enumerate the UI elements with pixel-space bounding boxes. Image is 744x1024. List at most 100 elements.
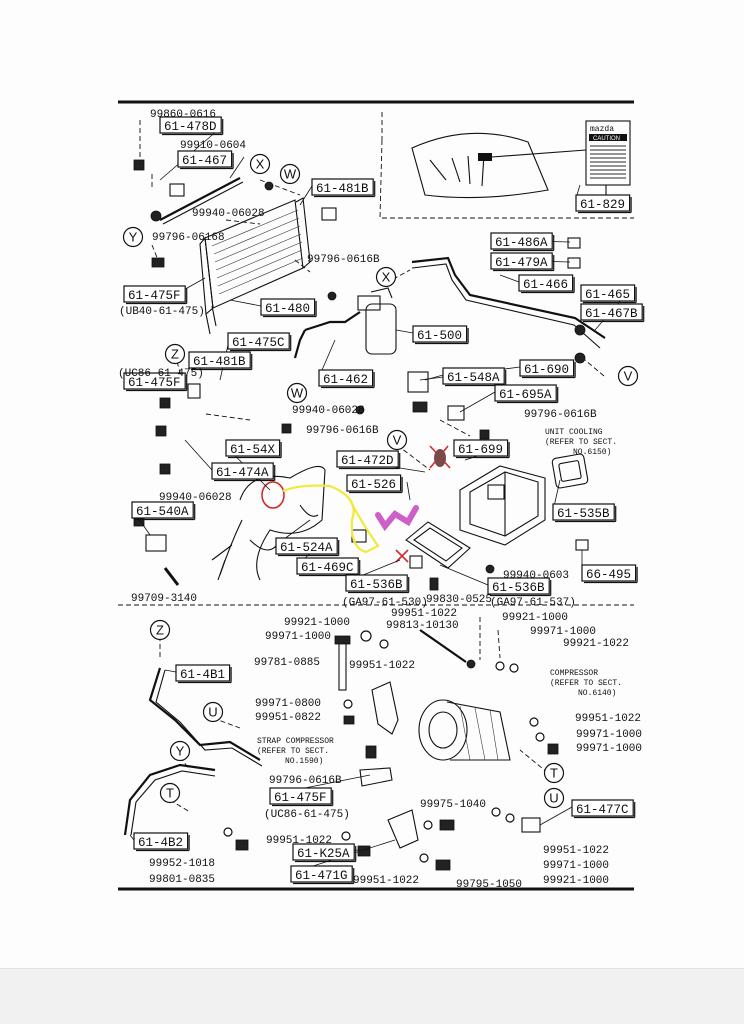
- hood-illustration: [411, 132, 587, 199]
- part-box-61-829: 61-829: [575, 194, 632, 214]
- svg-text:X: X: [256, 157, 265, 172]
- part-number-label: 99951-1022: [266, 835, 332, 847]
- part-box-61-475c: 61-475C: [227, 332, 292, 352]
- part-box-61-474a: 61-474A: [211, 462, 276, 482]
- part-number-label: 99796-06168: [152, 232, 225, 244]
- duct-part-61-535b: [551, 453, 589, 489]
- connector-marker-w: W: [286, 382, 308, 404]
- part-number-label: 99951-1022: [575, 713, 641, 725]
- inset-border: [379, 112, 634, 219]
- part-box-61-466: 61-466: [518, 274, 575, 294]
- part-box-label: 61-474A: [216, 466, 269, 480]
- part-box-label: 61-479A: [495, 256, 548, 270]
- part-number-label: 99952-1018: [149, 858, 215, 870]
- compressor-bracket: [371, 681, 419, 849]
- part-box-label: 61-829: [580, 198, 625, 212]
- red-circle-highlight: [261, 481, 285, 509]
- part-box-61-548a: 61-548A: [442, 367, 507, 387]
- svg-text:W: W: [284, 167, 297, 182]
- part-number-label: (UC86-61-475): [264, 809, 350, 821]
- part-box-61-536b: 61-536B: [487, 577, 552, 597]
- part-box-label: 61-54X: [230, 443, 276, 457]
- part-number-label: 99951-1022: [391, 608, 457, 620]
- connector-marker-y: Y: [169, 740, 191, 762]
- part-box-61-690: 61-690: [519, 359, 576, 379]
- part-box-61-467b: 61-467B: [580, 303, 645, 323]
- part-box-label: 61-475F: [128, 289, 181, 303]
- part-number-label: 99971-1000: [576, 729, 642, 741]
- part-box-61-4b1: 61-4B1: [175, 664, 232, 684]
- part-box-61-475f: 61-475F: [123, 285, 188, 305]
- part-number-label: 99940-06028: [192, 208, 265, 220]
- part-number-label: 99971-0800: [255, 698, 321, 710]
- svg-text:V: V: [393, 433, 402, 448]
- part-number-label: 99796-0616B: [307, 254, 380, 266]
- part-box-label: 61-695A: [499, 388, 552, 402]
- part-number-label: 99921-1000: [284, 617, 350, 629]
- part-box-61-481b: 61-481B: [311, 178, 376, 198]
- part-box-61-535b: 61-535B: [552, 503, 617, 523]
- part-box-61-54x: 61-54X: [225, 439, 282, 459]
- part-box-label: 61-526: [351, 478, 396, 492]
- part-box-61-472d: 61-472D: [336, 450, 401, 470]
- part-box-label: 61-477C: [576, 803, 629, 817]
- part-number-label: 99709-3140: [131, 593, 197, 605]
- part-number-label: 99910-0604: [180, 140, 246, 152]
- connector-marker-x: X: [249, 153, 271, 175]
- connector-marker-t: T: [159, 782, 181, 804]
- connector-marker-x: X: [375, 266, 397, 288]
- part-box-66-495: 66-495: [581, 564, 638, 584]
- part-number-label: 99951-0822: [255, 712, 321, 724]
- yellow-loop-highlight: [282, 484, 380, 554]
- connector-marker-t: T: [543, 762, 565, 784]
- part-number-label: 99940-06028: [292, 405, 365, 417]
- part-box-61-475f: 61-475F: [269, 787, 334, 807]
- part-box-label: 61-465: [585, 288, 630, 302]
- part-box-label: 61-4B2: [138, 836, 183, 850]
- fasteners: [133, 159, 589, 871]
- part-number-label: 99971-1000: [576, 743, 642, 755]
- svg-text:U: U: [208, 705, 217, 720]
- svg-text:T: T: [550, 766, 558, 781]
- part-box-61-699: 61-699: [453, 439, 510, 459]
- part-box-label: 61-690: [524, 363, 569, 377]
- part-number-label: 99801-0835: [149, 874, 215, 886]
- part-box-label: 61-475F: [128, 376, 181, 390]
- receiver-drier-61-500: [357, 287, 397, 355]
- part-box-61-524a: 61-524A: [275, 537, 340, 557]
- red-x-mark-lower: [395, 549, 409, 563]
- part-box-61-478d: 61-478D: [159, 116, 224, 136]
- magenta-hose-highlight: [375, 505, 419, 532]
- svg-text:Z: Z: [156, 623, 164, 638]
- part-box-label: 61-469C: [301, 561, 354, 575]
- svg-text:W: W: [291, 386, 304, 401]
- bolt-99781-0885: [334, 635, 351, 691]
- part-box-61-471g: 61-471G: [290, 865, 355, 885]
- part-box-61-536b: 61-536B: [345, 574, 410, 594]
- part-box-label: 61-K25A: [297, 847, 350, 861]
- discharge-hose-61-467: [159, 177, 241, 221]
- part-box-61-465: 61-465: [580, 284, 637, 304]
- pipe-61-466: [411, 256, 606, 339]
- part-box-61-469c: 61-469C: [296, 557, 361, 577]
- pipe-61-462: [304, 311, 361, 332]
- caution-sticker: mazda CAUTION: [585, 120, 631, 199]
- part-box-label: 61-536B: [492, 581, 545, 595]
- part-box-label: 61-480: [265, 302, 310, 316]
- condenser: [199, 197, 311, 335]
- part-box-label: 61-535B: [557, 507, 610, 521]
- svg-text:T: T: [166, 786, 174, 801]
- svg-text:Y: Y: [176, 744, 185, 759]
- part-number-label: 99830-0525: [426, 594, 492, 606]
- part-number-label: 99971-1000: [530, 626, 596, 638]
- svg-text:V: V: [624, 369, 633, 384]
- part-box-61-k25a: 61-K25A: [292, 843, 357, 863]
- part-box-label: 61-471G: [295, 869, 348, 883]
- part-box-label: 61-472D: [341, 454, 394, 468]
- part-box-61-477c: 61-477C: [571, 799, 636, 819]
- part-box-label: 61-467: [182, 154, 227, 168]
- part-box-61-475f: 61-475F: [123, 372, 188, 392]
- part-box-label: 61-548A: [447, 371, 500, 385]
- part-number-label: 99971-1000: [543, 860, 609, 872]
